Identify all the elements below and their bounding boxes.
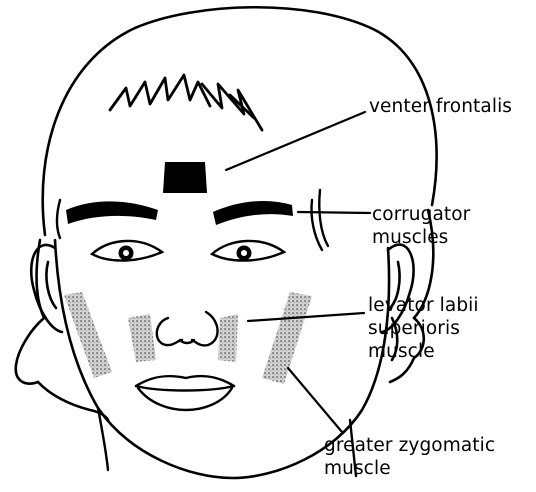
label-line: muscles bbox=[372, 226, 470, 249]
fringe-strokes bbox=[110, 75, 262, 130]
label-levator-labii-superioris: levator labii superioris muscle bbox=[368, 294, 479, 363]
label-line: superioris bbox=[368, 317, 479, 340]
right-zygomatic-muscle bbox=[262, 292, 312, 384]
frontalis-muscle bbox=[163, 162, 207, 193]
nose bbox=[157, 312, 218, 345]
leader-frontalis bbox=[226, 112, 365, 170]
left-eyebrow bbox=[66, 201, 158, 224]
mouth bbox=[136, 376, 234, 410]
leader-zygomatic bbox=[288, 368, 342, 432]
leader-lines bbox=[226, 112, 370, 432]
left-eye bbox=[92, 241, 162, 261]
label-corrugator-muscles: corrugator muscles bbox=[372, 203, 470, 249]
left-zygomatic-muscle bbox=[64, 292, 112, 378]
label-line: greater zygomatic bbox=[324, 434, 495, 457]
label-line: muscle bbox=[368, 340, 479, 363]
right-eye bbox=[212, 241, 284, 261]
label-greater-zygomatic: greater zygomatic muscle bbox=[324, 434, 495, 480]
label-line: corrugator bbox=[372, 203, 470, 226]
label-line: levator labii bbox=[368, 294, 479, 317]
right-levator-muscle bbox=[218, 314, 238, 362]
neck bbox=[98, 408, 356, 476]
leader-corrugator bbox=[298, 212, 370, 213]
label-line: muscle bbox=[324, 457, 495, 480]
label-line: venter frontalis bbox=[369, 95, 512, 118]
label-venter-frontalis: venter frontalis bbox=[369, 95, 512, 118]
right-eyebrow bbox=[213, 201, 293, 225]
left-levator-muscle bbox=[128, 314, 156, 362]
temple-hair bbox=[57, 190, 328, 250]
